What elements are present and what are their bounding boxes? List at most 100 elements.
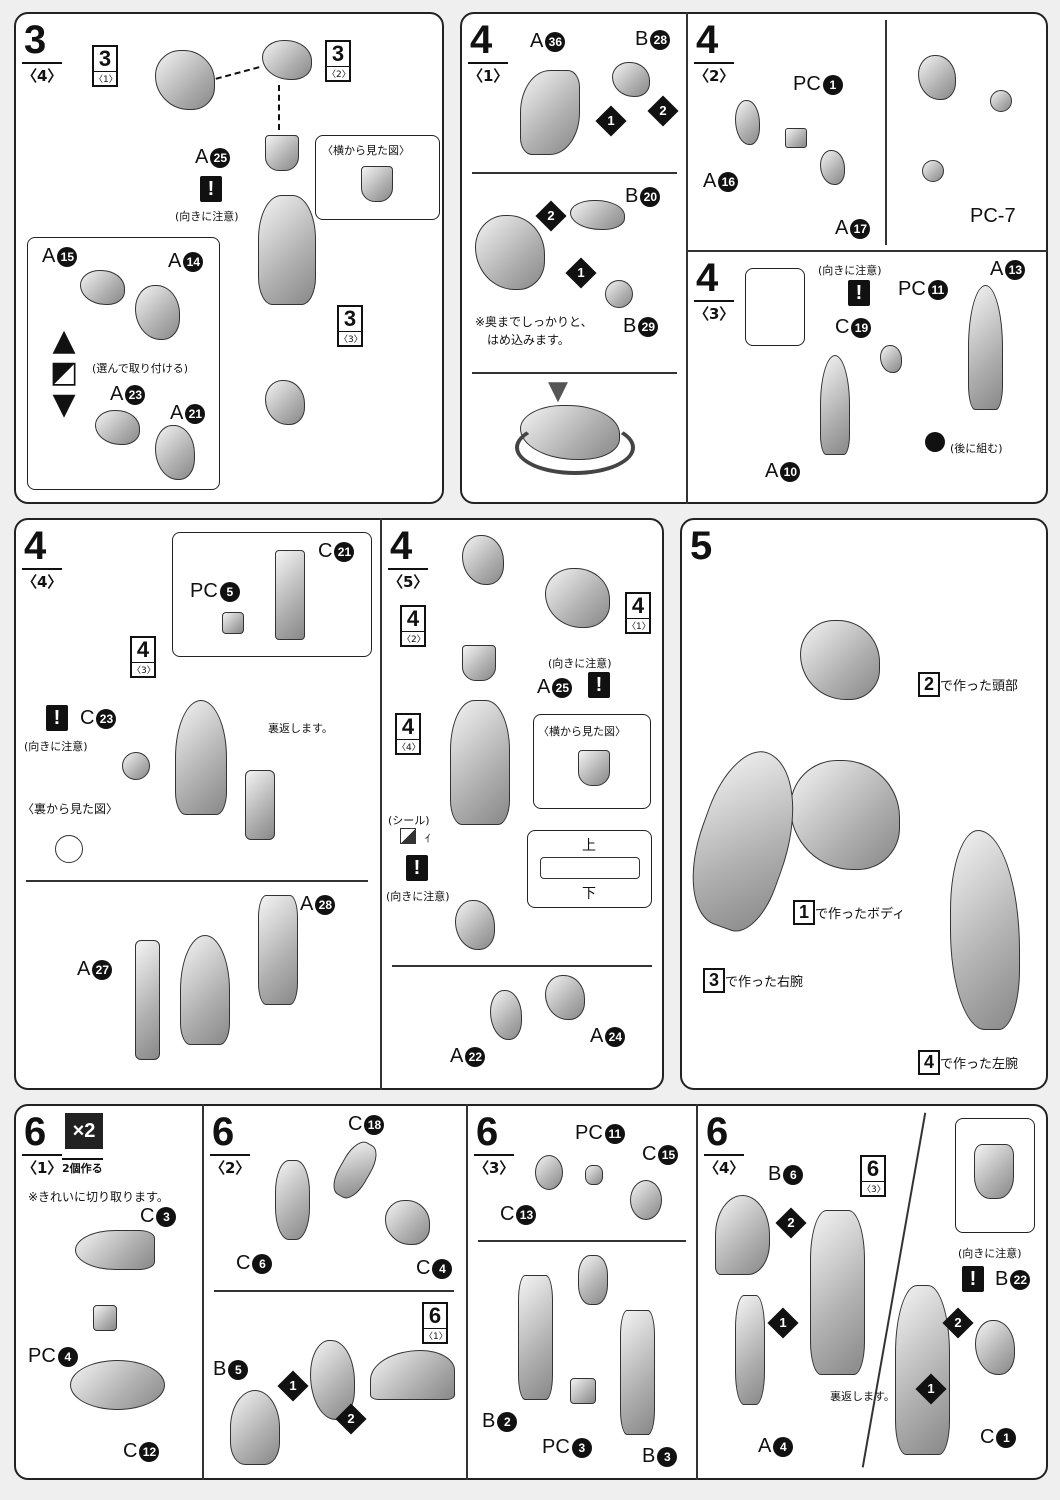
orientation-callout: 上 下 xyxy=(527,830,652,908)
part-illustration xyxy=(455,900,495,950)
step-reference: 4〈2〉 xyxy=(400,605,426,647)
part-illustration xyxy=(735,100,760,145)
part-illustration xyxy=(570,200,625,230)
caution-note: (向きに注意) xyxy=(958,1247,1022,1260)
part-illustration xyxy=(70,1360,165,1410)
part-illustration xyxy=(361,166,393,202)
part-illustration xyxy=(630,1180,662,1220)
divider xyxy=(214,1290,454,1292)
order-marker: 2 xyxy=(775,1207,807,1239)
caution-note: (向きに注意) xyxy=(818,264,882,277)
part-illustration xyxy=(122,752,150,780)
part-illustration xyxy=(135,285,180,340)
caution-icon: ! xyxy=(848,280,870,306)
seal-label: (シール) xyxy=(388,814,430,827)
part-illustration xyxy=(585,1165,603,1185)
substep: 〈3〉 xyxy=(474,1154,515,1178)
caution-note: (向きに注意) xyxy=(24,740,88,753)
step-number: 6 xyxy=(706,1110,729,1154)
substep: 〈2〉 xyxy=(210,1154,251,1178)
step-number: 5 xyxy=(690,524,713,568)
step-reference: 3〈3〉 xyxy=(337,305,363,347)
part-illustration xyxy=(75,1230,155,1270)
part-illustration xyxy=(462,645,496,681)
divider xyxy=(472,172,677,174)
order-marker: 1 xyxy=(595,105,627,137)
assembly-arrow xyxy=(278,85,280,130)
part-illustration xyxy=(80,270,125,305)
part-illustration xyxy=(520,70,580,155)
part-illustration xyxy=(975,1320,1015,1375)
cut-note: ※きれいに切り取ります。 xyxy=(28,1190,169,1204)
part-illustration xyxy=(245,770,275,840)
part-illustration xyxy=(490,990,522,1040)
part-illustration xyxy=(605,280,633,308)
part-label: PC-7 xyxy=(970,205,1016,227)
substep: 〈2〉 xyxy=(694,62,735,86)
caution-note: (向きに注意) xyxy=(386,890,450,903)
seal-icon xyxy=(400,828,416,844)
part-illustration xyxy=(820,150,845,185)
body-illustration xyxy=(790,760,900,870)
divider xyxy=(885,20,887,245)
part-illustration xyxy=(990,90,1012,112)
part-illustration xyxy=(258,195,316,305)
part-illustration xyxy=(175,700,227,815)
part-illustration xyxy=(735,1295,765,1405)
part-illustration xyxy=(275,1160,310,1240)
step-reference: 4〈1〉 xyxy=(625,592,651,634)
head-illustration xyxy=(800,620,880,700)
part-illustration xyxy=(578,750,610,786)
flip-note: 裏返します。 xyxy=(830,1390,895,1403)
part-illustration xyxy=(545,975,585,1020)
step-number: 6 xyxy=(24,1110,47,1154)
part-illustration xyxy=(880,345,902,373)
order-marker: 1 xyxy=(767,1307,799,1339)
part-illustration xyxy=(258,895,298,1005)
substep: 〈1〉 xyxy=(22,1154,63,1178)
order-marker: 1 xyxy=(277,1370,309,1402)
choose-arrows-icon: ▲◩▼ xyxy=(49,323,79,422)
caution-note: (向きに注意) xyxy=(548,657,612,670)
rotate-arrow-icon xyxy=(515,420,635,475)
seal-mark: ｲ xyxy=(425,832,431,845)
divider xyxy=(696,1104,698,1480)
part-illustration xyxy=(462,535,504,585)
divider xyxy=(478,1240,686,1242)
part-illustration xyxy=(222,612,244,634)
part-illustration xyxy=(922,160,944,182)
divider xyxy=(380,518,382,1090)
part-illustration xyxy=(612,62,650,97)
caution-icon: ! xyxy=(962,1266,984,1292)
step-number: 4 xyxy=(390,524,413,568)
part-illustration xyxy=(545,568,610,628)
back-view-label: 〈裏から見た図〉 xyxy=(22,802,119,816)
part-illustration xyxy=(535,1155,563,1190)
substep: 〈1〉 xyxy=(468,62,509,86)
